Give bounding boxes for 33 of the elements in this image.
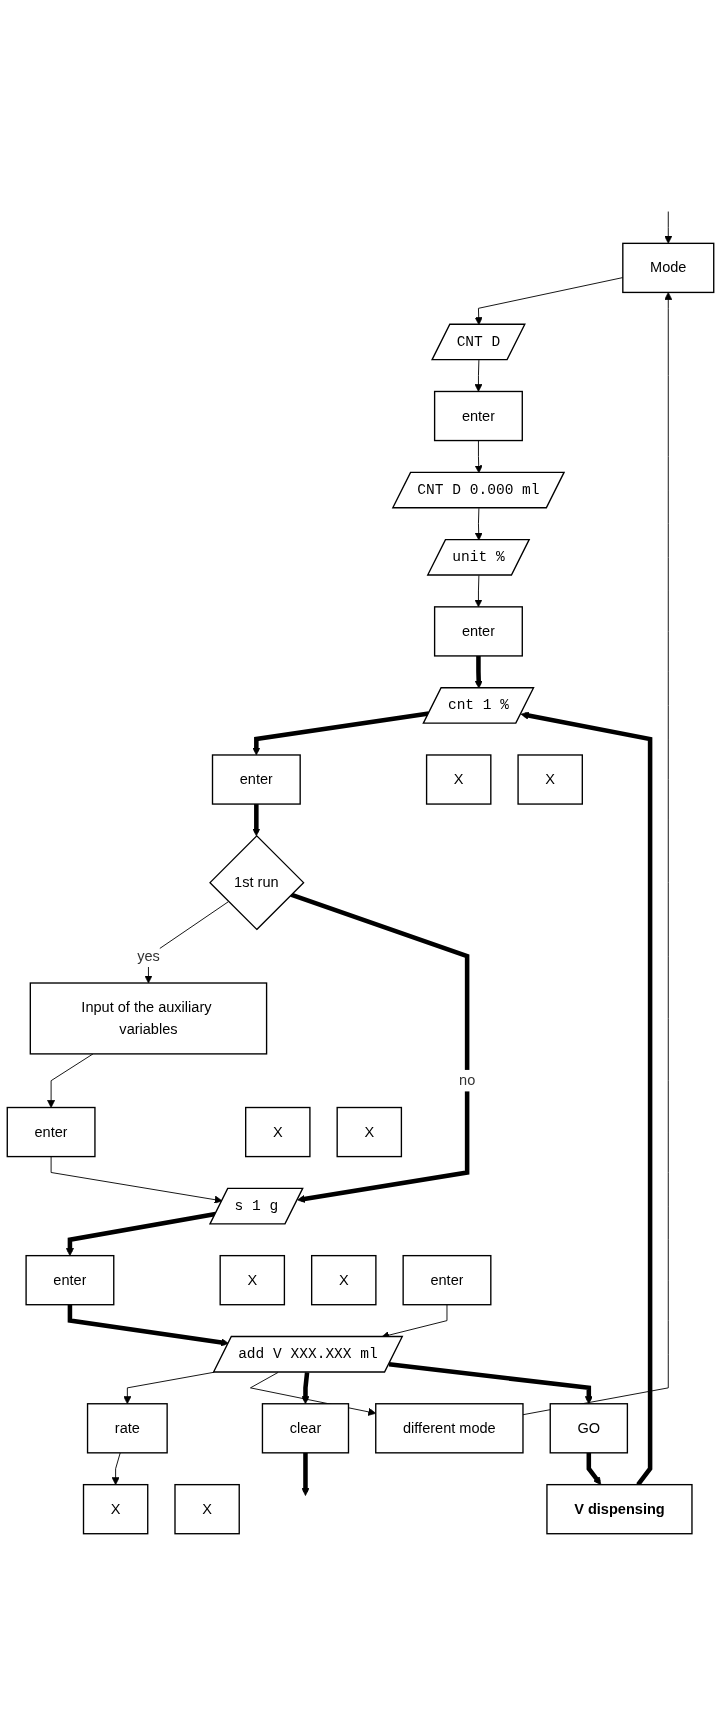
edge-label: yes — [137, 948, 160, 964]
arrow — [67, 1304, 229, 1347]
arrow — [252, 804, 261, 837]
node-box: enter — [6, 1106, 96, 1158]
node-box: Input of the auxiliary variables — [29, 982, 268, 1055]
node-box: enter — [433, 606, 523, 657]
node-box: X — [336, 1106, 403, 1158]
node-box: enter — [433, 390, 523, 442]
node-diamond: 1st run — [209, 834, 305, 931]
node-box: different mode — [375, 1403, 524, 1454]
edge-label: no — [459, 1072, 476, 1088]
arrow — [301, 1452, 310, 1496]
node-box: X — [82, 1483, 149, 1535]
node-box: X — [219, 1254, 286, 1306]
node-box: X — [245, 1106, 311, 1158]
node-box: X — [174, 1483, 240, 1535]
arrow — [252, 711, 430, 756]
arrow — [290, 892, 470, 1203]
node-box: GO — [549, 1403, 629, 1454]
node-box: X — [425, 754, 492, 805]
node-box: enter — [211, 754, 301, 805]
node-box: clear — [261, 1403, 350, 1454]
arrow — [65, 1211, 216, 1256]
node-box: Mode — [622, 242, 715, 294]
node-box: enter — [25, 1254, 115, 1306]
node-box: rate — [86, 1403, 168, 1454]
node-box: X — [311, 1254, 377, 1306]
node-box: X — [517, 754, 583, 805]
node-box: enter — [402, 1254, 492, 1306]
node-box: V dispensing — [546, 1483, 693, 1535]
arrow — [586, 1452, 602, 1485]
arrow — [388, 1362, 593, 1405]
arrow — [301, 1372, 310, 1405]
